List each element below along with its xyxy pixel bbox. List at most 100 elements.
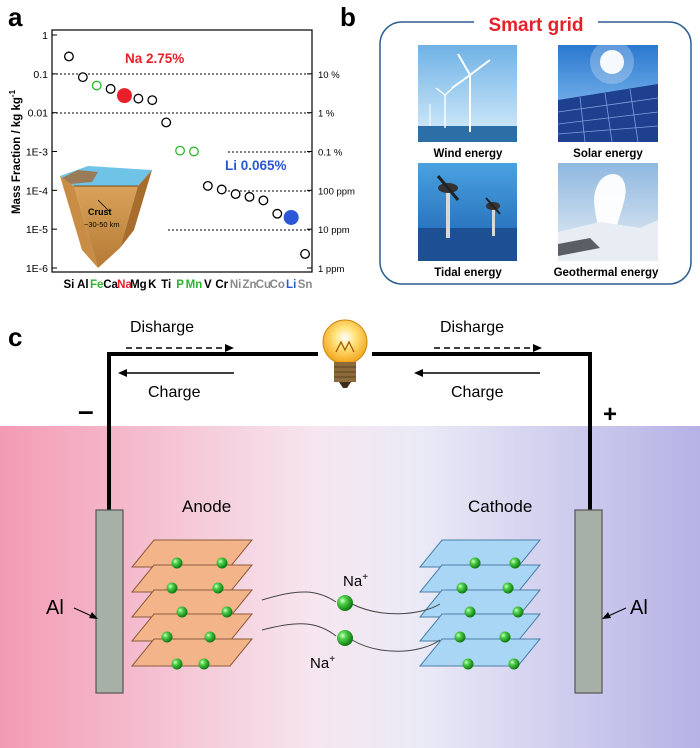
tile-label-wind: Wind energy: [434, 148, 504, 160]
left-axis-ticks: 1 0.1 0.01 1E-3 1E-4 1E-5 1E-6: [26, 30, 57, 275]
left-tick-label: 1: [42, 30, 48, 42]
geothermal-energy-image: [558, 163, 658, 261]
circuit-wires: [107, 352, 592, 510]
x-tick-label-na: Na: [117, 279, 132, 291]
x-tick-label-mg: Mg: [130, 279, 147, 291]
li-annotation: Li 0.065%: [225, 158, 287, 173]
sodium-atom: [502, 582, 514, 594]
right-tick-label: 0.1 %: [318, 148, 343, 159]
anode-label: Anode: [182, 497, 231, 516]
x-tick-label-cu: Cu: [256, 279, 271, 291]
right-tick-label: 10 %: [318, 70, 340, 81]
title-mask: [474, 12, 598, 34]
panel-c-letter: c: [8, 322, 22, 352]
left-tick-label: 1E-4: [26, 185, 48, 197]
sodium-atom: [198, 658, 210, 670]
data-point-na: [117, 88, 132, 104]
x-tick-label-ca: Ca: [103, 279, 118, 291]
x-tick-label-sn: Sn: [298, 279, 313, 291]
charge-label-left: Charge: [148, 384, 201, 401]
left-tick-label: 1E-6: [26, 263, 48, 275]
panel-a-letter: a: [8, 2, 23, 32]
minus-terminal-sign: –: [78, 395, 94, 426]
anode-current-collector: [95, 509, 124, 694]
data-point-ca: [105, 83, 116, 94]
tile-label-solar: Solar energy: [573, 148, 643, 160]
x-tick-label-ni: Ni: [230, 279, 242, 291]
x-tick-label-ti: Ti: [161, 279, 171, 291]
data-point-al: [77, 72, 88, 83]
left-tick-label: 0.1: [33, 69, 48, 81]
x-tick-label-p: P: [176, 279, 184, 291]
data-point-mg: [133, 93, 144, 104]
data-point-fe: [91, 80, 102, 91]
tile-label-geothermal: Geothermal energy: [554, 267, 659, 279]
tile-label-tidal: Tidal energy: [434, 267, 502, 279]
cathode-current-collector: [574, 509, 603, 694]
right-tick-label: 1 %: [318, 109, 335, 120]
na-ion-label-top: Na+: [343, 572, 368, 590]
data-points: [63, 51, 311, 259]
x-tick-label-zn: Zn: [242, 279, 256, 291]
right-tick-label: 100 ppm: [318, 186, 355, 197]
anode-layer: [130, 638, 254, 667]
sodium-atom: [166, 582, 178, 594]
data-point-sn: [300, 249, 311, 259]
data-point-mn: [188, 146, 199, 157]
discharge-label-left: Disharge: [130, 319, 194, 336]
x-tick-label-co: Co: [270, 279, 285, 291]
data-point-zn: [244, 191, 255, 202]
data-point-si: [63, 51, 74, 62]
arrows: [118, 344, 542, 377]
right-tick-label: 1 ppm: [318, 264, 344, 275]
right-axis-ticks: 10 % 1 % 0.1 % 100 ppm 10 ppm 1 ppm: [307, 70, 355, 275]
x-tick-label-v: V: [204, 279, 212, 291]
sodium-atom: [216, 557, 228, 569]
light-bulb-icon: [322, 319, 368, 388]
data-point-ti: [161, 117, 172, 128]
cathode-layers: [418, 539, 542, 670]
crust-illustration: [60, 166, 152, 268]
left-tick-label: 0.01: [28, 108, 49, 120]
data-point-ni: [230, 189, 241, 200]
right-tick-label: 10 ppm: [318, 225, 350, 236]
data-point-co: [272, 208, 283, 219]
sodium-atom: [464, 606, 476, 618]
sodium-ion-bottom: [337, 630, 353, 646]
reference-lines: [52, 73, 312, 231]
sodium-atom: [212, 582, 224, 594]
sodium-atom: [221, 606, 233, 618]
wind-energy-image: [418, 45, 517, 142]
left-tick-label: 1E-3: [26, 147, 48, 159]
x-tick-label-fe: Fe: [90, 279, 103, 291]
crust-label: Crust: [88, 207, 112, 217]
sodium-atom: [508, 658, 520, 670]
x-tick-label-al: Al: [77, 279, 89, 291]
smart-grid-title: Smart grid: [488, 15, 583, 36]
x-tick-label-li: Li: [286, 279, 296, 291]
sodium-atom: [176, 606, 188, 618]
x-tick-label-cr: Cr: [215, 279, 228, 291]
al-label-right: Al: [630, 597, 648, 619]
sodium-atom: [509, 557, 521, 569]
sodium-atom: [462, 658, 474, 670]
left-tick-label: 1E-5: [26, 224, 48, 236]
sodium-atom: [499, 631, 511, 643]
panel-c: c D: [0, 319, 700, 748]
sodium-atom: [512, 606, 524, 618]
charge-label-right: Charge: [451, 384, 504, 401]
crust-depth-label: ~30-50 km: [84, 220, 120, 229]
na-annotation: Na 2.75%: [125, 51, 184, 66]
data-point-k: [147, 95, 158, 106]
tidal-energy-image: [418, 163, 517, 261]
solar-energy-image: [557, 40, 659, 143]
panel-b: b Smart grid Wind energy: [340, 2, 692, 285]
panel-a: a Mass Fraction / kg kg-1 10.10.011E-31E…: [8, 2, 355, 291]
ion-paths: [261, 591, 441, 652]
data-point-li: [283, 209, 299, 225]
data-point-cu: [258, 195, 269, 206]
sodium-atom: [171, 557, 183, 569]
cathode-label: Cathode: [468, 497, 532, 516]
x-tick-label-k: K: [148, 279, 157, 291]
